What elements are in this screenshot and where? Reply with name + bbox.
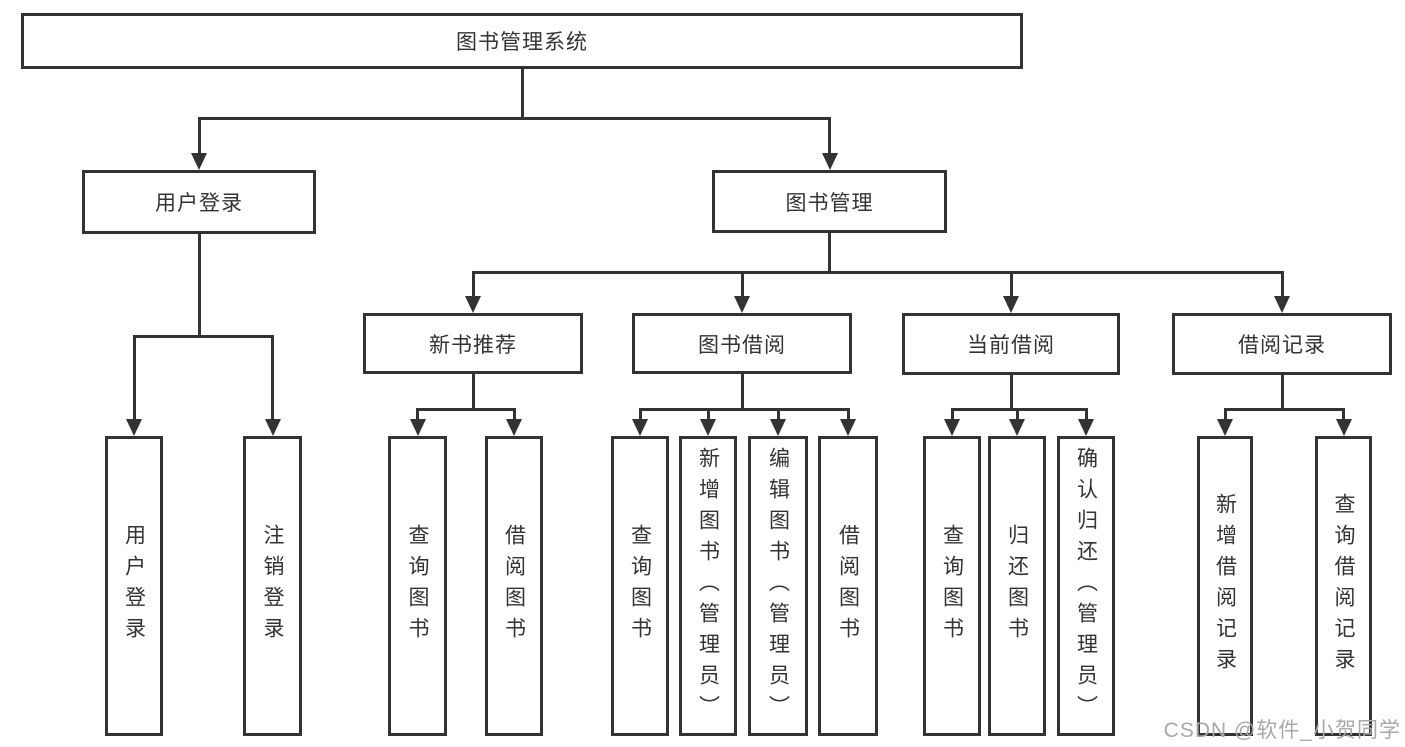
- connector-line: [1009, 271, 1013, 297]
- csdn-watermark: CSDN @软件_小贺同学: [1163, 719, 1401, 742]
- node-root: 图书管理系统: [21, 13, 1023, 69]
- leaf-query-books-current-label: 查询图书: [940, 524, 964, 648]
- connector-line: [638, 408, 850, 411]
- node-book-management: 图书管理: [712, 170, 947, 233]
- connector-line: [471, 271, 475, 297]
- connector-line: [1342, 408, 1345, 420]
- leaf-user-login-label: 用户登录: [122, 524, 146, 648]
- connector-line: [520, 69, 524, 119]
- connector-line: [950, 408, 1088, 411]
- leaf-confirm-return-admin: 确认归还（管理员）: [1057, 436, 1115, 736]
- leaf-return-books-label: 归还图书: [1005, 524, 1029, 648]
- connector-line: [1280, 271, 1284, 297]
- arrowhead-icon: [821, 153, 838, 170]
- node-book-borrowing: 图书借阅: [632, 313, 852, 374]
- node-user-login-label: 用户登录: [155, 192, 243, 215]
- connector-line: [846, 408, 850, 420]
- leaf-query-borrow-record: 查询借阅记录: [1315, 436, 1372, 736]
- connector-line: [1223, 408, 1345, 411]
- arrowhead-icon: [700, 419, 716, 436]
- arrowhead-icon: [944, 419, 960, 436]
- arrowhead-icon: [465, 296, 481, 313]
- leaf-query-books-borrowing-label: 查询图书: [628, 524, 652, 648]
- leaf-query-books-borrowing: 查询图书: [611, 436, 669, 736]
- connector-line: [132, 335, 274, 338]
- connector-line: [416, 408, 516, 411]
- connector-line: [638, 408, 642, 420]
- connector-line: [706, 408, 710, 420]
- arrowhead-icon: [632, 419, 648, 436]
- connector-line: [740, 374, 744, 410]
- leaf-add-borrow-record-label: 新增借阅记录: [1213, 493, 1237, 679]
- leaf-add-borrow-record: 新增借阅记录: [1197, 436, 1253, 736]
- arrowhead-icon: [734, 296, 750, 313]
- connector-line: [740, 271, 744, 297]
- leaf-borrow-books: 借阅图书: [818, 436, 878, 736]
- arrowhead-icon: [1335, 419, 1352, 436]
- leaf-edit-books-admin-label: 编辑图书（管理员）: [766, 446, 790, 726]
- leaf-user-login: 用户登录: [105, 436, 163, 736]
- connector-line: [471, 271, 1284, 274]
- connector-line: [950, 408, 954, 420]
- leaf-add-books-admin-label: 新增图书（管理员）: [696, 446, 720, 726]
- node-current-borrowing: 当前借阅: [902, 313, 1120, 375]
- arrowhead-icon: [1217, 419, 1233, 436]
- leaf-query-books-current: 查询图书: [923, 436, 981, 736]
- node-current-borrowing-label: 当前借阅: [967, 334, 1055, 357]
- node-root-label: 图书管理系统: [456, 31, 588, 54]
- node-user-login: 用户登录: [82, 170, 316, 234]
- connector-line: [1280, 375, 1284, 410]
- connector-line: [1015, 408, 1019, 420]
- arrowhead-icon: [1078, 419, 1094, 436]
- leaf-return-books: 归还图书: [988, 436, 1046, 736]
- connector-line: [776, 408, 780, 420]
- node-new-book-recommend-label: 新书推荐: [429, 333, 517, 357]
- arrowhead-icon: [409, 419, 426, 436]
- arrowhead-icon: [1003, 296, 1019, 313]
- connector-line: [1084, 408, 1088, 420]
- leaf-borrow-books-recommend-label: 借阅图书: [502, 524, 526, 648]
- connector-line: [471, 374, 475, 410]
- leaf-logout-label: 注销登录: [261, 524, 285, 648]
- connector-line: [828, 233, 831, 273]
- leaf-add-books-admin: 新增图书（管理员）: [679, 436, 737, 736]
- node-borrowing-records: 借阅记录: [1172, 313, 1392, 375]
- leaf-edit-books-admin: 编辑图书（管理员）: [748, 436, 808, 736]
- leaf-logout: 注销登录: [243, 436, 302, 736]
- leaf-borrow-books-recommend: 借阅图书: [485, 436, 543, 736]
- connector-line: [132, 335, 136, 420]
- leaf-query-books-recommend-label: 查询图书: [406, 524, 430, 648]
- connector-line: [197, 117, 201, 154]
- connector-line: [1009, 374, 1013, 410]
- arrowhead-icon: [770, 419, 786, 436]
- node-book-borrowing-label: 图书借阅: [698, 333, 786, 357]
- node-new-book-recommend: 新书推荐: [363, 313, 583, 374]
- arrowhead-icon: [1009, 419, 1025, 436]
- connector-line: [271, 335, 274, 420]
- leaf-confirm-return-admin-label: 确认归还（管理员）: [1074, 446, 1098, 726]
- leaf-query-borrow-record-label: 查询借阅记录: [1332, 493, 1356, 679]
- connector-line: [197, 234, 201, 337]
- arrowhead-icon: [264, 419, 281, 436]
- connector-line: [828, 117, 831, 154]
- node-borrowing-records-label: 借阅记录: [1238, 334, 1326, 357]
- arrowhead-icon: [191, 153, 207, 170]
- leaf-borrow-books-label: 借阅图书: [836, 524, 860, 648]
- connector-line: [512, 408, 516, 420]
- connector-line: [1223, 408, 1227, 420]
- node-book-management-label: 图书管理: [785, 191, 874, 215]
- arrowhead-icon: [840, 419, 856, 436]
- arrowhead-icon: [506, 419, 522, 436]
- connector-line: [197, 117, 831, 120]
- leaf-query-books-recommend: 查询图书: [388, 436, 447, 736]
- connector-line: [416, 408, 419, 420]
- arrowhead-icon: [126, 419, 142, 436]
- arrowhead-icon: [1274, 296, 1290, 313]
